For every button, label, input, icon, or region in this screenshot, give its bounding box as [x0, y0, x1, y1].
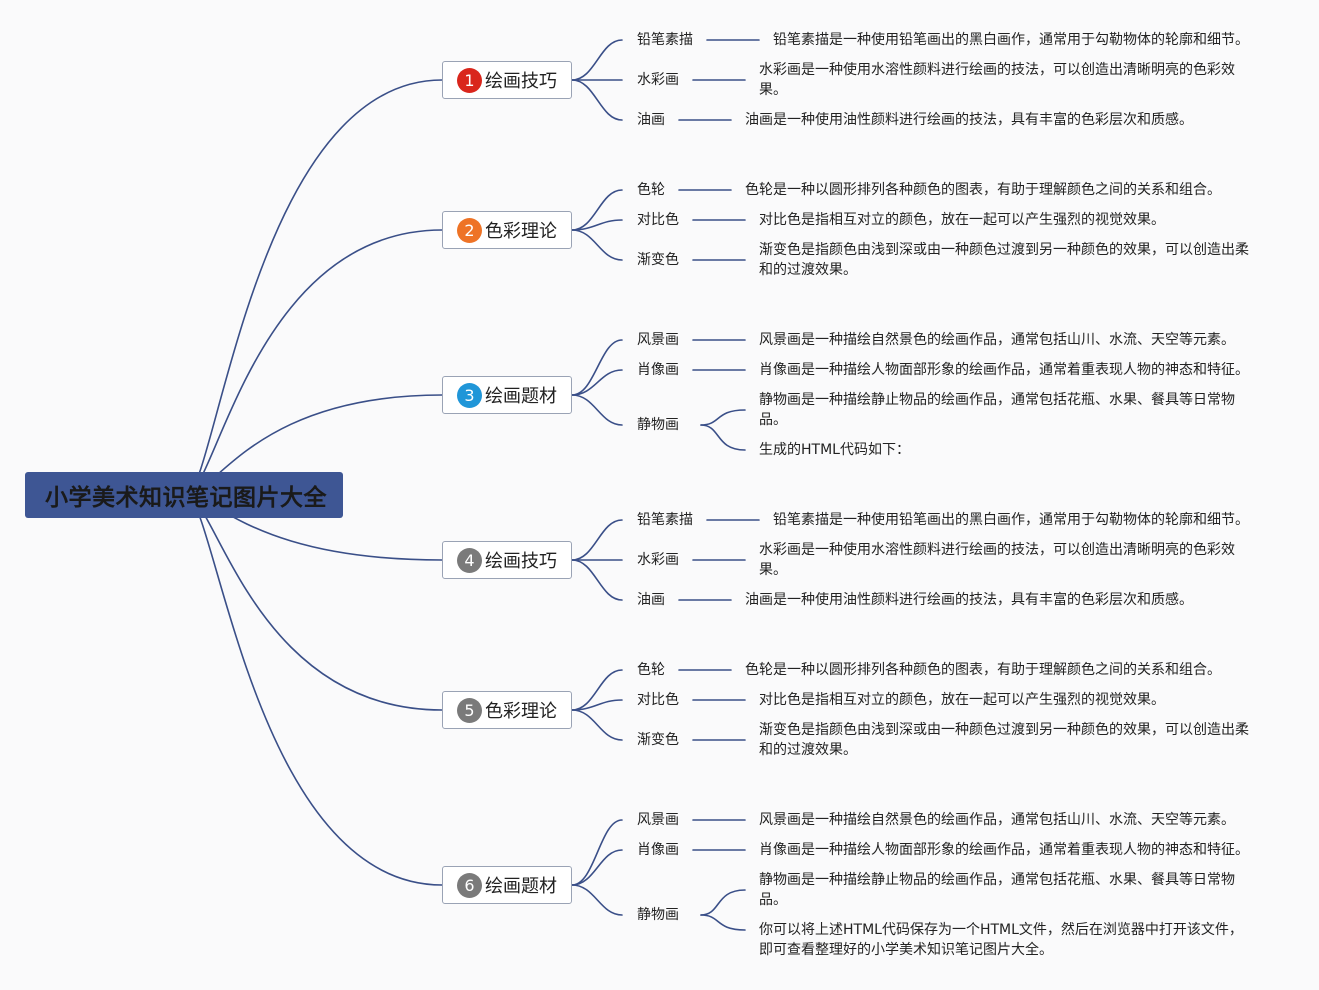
connector-line [571, 229, 623, 261]
subtopic-description: 生成的HTML代码如下： [759, 442, 910, 458]
connector-line [571, 849, 623, 886]
number-badge: 4 [457, 547, 482, 573]
subtopic-水彩画[interactable]: 水彩画 [637, 552, 679, 568]
subtopic-description: 渐变色是指颜色由浅到深或由一种颜色过渡到另一种颜色的效果，可以创造出柔和的过渡效… [759, 722, 1249, 758]
connector-line [700, 424, 746, 451]
subtopic-风景画[interactable]: 风景画 [637, 332, 679, 348]
connector-line [571, 819, 623, 886]
branch-title: 色彩理论 [485, 221, 557, 242]
connector-line [187, 494, 443, 886]
connector-line [700, 889, 746, 916]
subtopic-铅笔素描[interactable]: 铅笔素描 [637, 32, 693, 48]
subtopic-肖像画[interactable]: 肖像画 [637, 362, 679, 378]
connector-line [571, 369, 623, 396]
subtopic-description: 肖像画是一种描绘人物面部形象的绘画作品，通常着重表现人物的神态和特征。 [759, 362, 1249, 378]
root-topic[interactable]: 小学美术知识笔记图片大全 [25, 472, 343, 518]
connector-line [187, 229, 443, 496]
subtopic-description: 渐变色是指颜色由浅到深或由一种颜色过渡到另一种颜色的效果，可以创造出柔和的过渡效… [759, 242, 1249, 278]
subtopic-对比色[interactable]: 对比色 [637, 212, 679, 228]
number-badge: 1 [457, 67, 482, 93]
subtopic-description: 水彩画是一种使用水溶性颜料进行绘画的技法，可以创造出清晰明亮的色彩效果。 [759, 62, 1235, 98]
number-badge: 2 [457, 217, 482, 243]
subtopic-description: 静物画是一种描绘静止物品的绘画作品，通常包括花瓶、水果、餐具等日常物品。 [759, 392, 1235, 428]
subtopic-description: 你可以将上述HTML代码保存为一个HTML文件，然后在浏览器中打开该文件，即可查… [759, 922, 1243, 958]
subtopic-description: 铅笔素描是一种使用铅笔画出的黑白画作，通常用于勾勒物体的轮廓和细节。 [773, 512, 1249, 528]
connector-line [571, 709, 623, 741]
branch-title: 绘画题材 [485, 386, 557, 407]
branch-title: 色彩理论 [485, 701, 557, 722]
subtopic-水彩画[interactable]: 水彩画 [637, 72, 679, 88]
root-title: 小学美术知识笔记图片大全 [45, 485, 327, 511]
subtopic-铅笔素描[interactable]: 铅笔素描 [637, 512, 693, 528]
subtopic-description: 风景画是一种描绘自然景色的绘画作品，通常包括山川、水流、天空等元素。 [759, 332, 1235, 348]
subtopic-description: 对比色是指相互对立的颜色，放在一起可以产生强烈的视觉效果。 [759, 692, 1165, 708]
branch-title: 绘画技巧 [485, 551, 557, 572]
number-badge: 5 [457, 697, 482, 723]
subtopic-油画[interactable]: 油画 [637, 112, 665, 128]
connector-line [571, 669, 623, 711]
subtopic-风景画[interactable]: 风景画 [637, 812, 679, 828]
number-badge: 6 [457, 872, 482, 898]
subtopic-description: 静物画是一种描绘静止物品的绘画作品，通常包括花瓶、水果、餐具等日常物品。 [759, 872, 1235, 908]
connector-line [571, 39, 623, 81]
connector-line [571, 519, 623, 561]
subtopic-渐变色[interactable]: 渐变色 [637, 732, 679, 748]
subtopic-静物画[interactable]: 静物画 [637, 417, 679, 433]
connector-line [187, 79, 443, 496]
subtopic-对比色[interactable]: 对比色 [637, 692, 679, 708]
connector-line [571, 339, 623, 396]
subtopic-油画[interactable]: 油画 [637, 592, 665, 608]
subtopic-色轮[interactable]: 色轮 [637, 182, 665, 198]
connector-line [700, 409, 746, 426]
connector-line [571, 79, 623, 121]
connector-line [571, 394, 623, 426]
connector-line [571, 559, 623, 601]
subtopic-静物画[interactable]: 静物画 [637, 907, 679, 923]
connector-line [571, 189, 623, 231]
branch-title: 绘画题材 [485, 876, 557, 897]
subtopic-description: 风景画是一种描绘自然景色的绘画作品，通常包括山川、水流、天空等元素。 [759, 812, 1235, 828]
connector-line [700, 914, 746, 931]
connector-line [571, 884, 623, 916]
subtopic-description: 色轮是一种以圆形排列各种颜色的图表，有助于理解颜色之间的关系和组合。 [745, 182, 1221, 198]
connector-line [571, 219, 623, 231]
subtopic-渐变色[interactable]: 渐变色 [637, 252, 679, 268]
subtopic-description: 油画是一种使用油性颜料进行绘画的技法，具有丰富的色彩层次和质感。 [745, 592, 1193, 608]
subtopic-description: 肖像画是一种描绘人物面部形象的绘画作品，通常着重表现人物的神态和特征。 [759, 842, 1249, 858]
subtopic-description: 铅笔素描是一种使用铅笔画出的黑白画作，通常用于勾勒物体的轮廓和细节。 [773, 32, 1249, 48]
connector-line [571, 699, 623, 711]
subtopic-description: 对比色是指相互对立的颜色，放在一起可以产生强烈的视觉效果。 [759, 212, 1165, 228]
subtopic-description: 油画是一种使用油性颜料进行绘画的技法，具有丰富的色彩层次和质感。 [745, 112, 1193, 128]
subtopic-description: 水彩画是一种使用水溶性颜料进行绘画的技法，可以创造出清晰明亮的色彩效果。 [759, 542, 1235, 578]
subtopic-description: 色轮是一种以圆形排列各种颜色的图表，有助于理解颜色之间的关系和组合。 [745, 662, 1221, 678]
number-badge: 3 [457, 382, 482, 408]
branch-title: 绘画技巧 [485, 71, 557, 92]
subtopic-肖像画[interactable]: 肖像画 [637, 842, 679, 858]
subtopic-色轮[interactable]: 色轮 [637, 662, 665, 678]
